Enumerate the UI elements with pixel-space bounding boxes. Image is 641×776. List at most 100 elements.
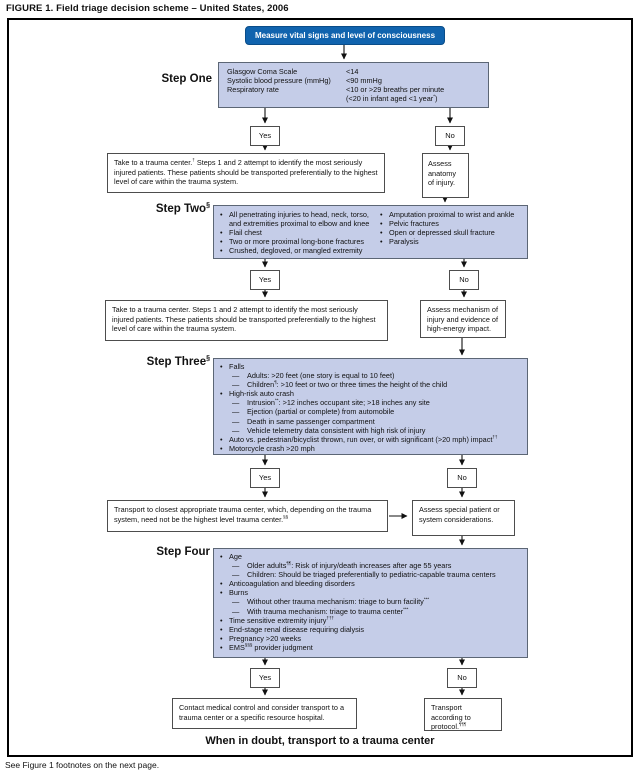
footnote-reference: See Figure 1 footnotes on the next page.: [5, 760, 160, 770]
bullet-marker: •: [220, 615, 223, 625]
list-item: • Pregnancy >20 weeks: [220, 634, 521, 643]
step-two-yes-box: Yes: [250, 270, 280, 290]
step-one-no-outcome-box: Assess anatomy of injury.: [422, 153, 469, 198]
list-item: •Falls: [220, 362, 521, 371]
step-one-yes-outcome-box: Take to a trauma center.† Steps 1 and 2 …: [107, 153, 385, 193]
step-three-criteria-box: •Falls—Adults: >20 feet (one story is eq…: [213, 358, 528, 455]
list-item-text: Auto vs. pedestrian/bicyclist thrown, ru…: [229, 434, 498, 444]
list-item: — With trauma mechanism: triage to trauma…: [220, 606, 521, 616]
step-two-yes-outcome-box: Take to a trauma center. Steps 1 and 2 a…: [105, 300, 388, 341]
list-item-text: Burns: [229, 588, 249, 598]
list-item-text: Adults: >20 feet (one story is equal to …: [247, 371, 395, 381]
step-one-yes-box: Yes: [250, 126, 280, 146]
list-item-text: With trauma mechanism: triage to trauma …: [247, 606, 409, 616]
dash-marker: —: [232, 398, 240, 408]
step-one-no-box: No: [435, 126, 465, 146]
list-item: • Motorcycle crash >20 mph: [220, 444, 521, 453]
dash-marker: —: [232, 407, 240, 417]
list-item: • Crushed, degloved, or mangled extremity: [220, 246, 375, 255]
list-item: • Auto vs. pedestrian/bicyclist thrown, r…: [220, 435, 521, 444]
step-four-yes-box: Yes: [250, 668, 280, 688]
bullet-marker: •: [380, 210, 383, 219]
step-four-no-outcome-box: Transport according to protocol.¶¶¶: [424, 698, 502, 731]
list-item-text: Children: Should be triaged preferential…: [247, 570, 496, 580]
bullet-marker: •: [220, 434, 223, 444]
list-item-text: Flail chest: [229, 228, 262, 238]
step-two-criteria-box: • All penetrating injuries to head, neck,…: [213, 205, 528, 259]
dash-marker: —: [232, 425, 240, 435]
list-item-text: Without other trauma mechanism: triage t…: [247, 597, 430, 607]
step-two-no-box: No: [449, 270, 479, 290]
criterion-name: Systolic blood pressure (mmHg): [227, 76, 331, 86]
list-item: — Without other trauma mechanism: triage …: [220, 597, 521, 606]
list-item-text: High-risk auto crash: [229, 389, 294, 399]
list-item: •Paralysis: [380, 237, 521, 246]
step-two-column-2: •Amputation proximal to wrist and ankle•…: [380, 210, 521, 255]
step-two-label: Step Two§: [155, 202, 210, 215]
list-item-text: Open or depressed skull fracture: [389, 228, 495, 238]
bullet-marker: •: [220, 579, 223, 589]
step-three-no-outcome-box: Assess special patient or system conside…: [412, 500, 515, 536]
list-item-text: Children¶: >10 feet or two or three time…: [247, 379, 448, 390]
list-item-text: Paralysis: [389, 237, 419, 247]
list-item: • Time sensitive extremity injury†††: [220, 615, 521, 625]
bullet-marker: •: [220, 552, 223, 561]
measure-vitals-box: Measure vital signs and level of conscio…: [245, 26, 445, 45]
list-item-text: Ejection (partial or complete) from auto…: [247, 407, 395, 417]
step-two-no-outcome-box: Assess mechanism of injury and evidence …: [420, 300, 506, 338]
step-four-no-box: No: [447, 668, 477, 688]
step-two-column-1: • All penetrating injuries to head, neck,…: [220, 210, 375, 255]
step-three-yes-box: Yes: [250, 468, 280, 488]
criterion-value: <14: [346, 67, 359, 76]
list-item: — Children¶: >10 feet or two or three tim…: [220, 380, 521, 389]
dash-marker: —: [232, 371, 240, 381]
step-three-label: Step Three§: [146, 355, 210, 368]
step-four-yes-outcome-box: Contact medical control and consider tra…: [172, 698, 357, 729]
step-three-no-box: No: [447, 468, 477, 488]
list-item: • Amputation proximal to wrist and ankle: [380, 210, 521, 219]
list-item-text: Time sensitive extremity injury†††: [229, 615, 334, 625]
list-item: • Burns: [220, 588, 521, 597]
list-item-text: Falls: [229, 362, 245, 371]
bullet-marker: •: [220, 624, 223, 634]
list-item: •Open or depressed skull fracture: [380, 228, 521, 237]
list-item: • Flail chest: [220, 228, 375, 237]
bullet-marker: •: [220, 642, 223, 652]
list-item: — Intrusion**: >12 inches occupant site; …: [220, 398, 521, 407]
list-item-text: Intrusion**: >12 inches occupant site; >…: [247, 397, 430, 408]
list-item-text: Crushed, degloved, or mangled extremity: [229, 246, 363, 256]
dash-marker: —: [232, 597, 240, 607]
list-item-text: Amputation proximal to wrist and ankle: [389, 210, 515, 219]
list-item-text: Death in same passenger compartment: [247, 416, 375, 426]
dash-marker: —: [232, 606, 240, 616]
list-item-text: End-stage renal disease requiring dialys…: [229, 624, 365, 634]
dash-marker: —: [232, 380, 240, 390]
bullet-marker: •: [220, 443, 223, 453]
bullet-marker: •: [220, 246, 223, 256]
list-item: — Older adults¶¶: Risk of injury/death in…: [220, 561, 521, 570]
bullet-marker: •: [220, 588, 223, 598]
step-three-criteria: •Falls—Adults: >20 feet (one story is eq…: [214, 359, 527, 456]
list-item: •Age: [220, 552, 521, 561]
bullet-marker: •: [220, 633, 223, 643]
step-one-criteria-box: Glasgow Coma Scale <14 Systolic blood pr…: [218, 62, 489, 108]
bottom-banner: When in doubt, transport to a trauma cen…: [205, 735, 435, 747]
criterion-value: (<20 in infant aged <1 year*): [346, 93, 438, 104]
criterion-name: Respiratory rate: [227, 85, 279, 95]
criterion-value: <90 mmHg: [346, 76, 382, 86]
list-item-text: Motorcycle crash >20 mph: [229, 443, 315, 453]
dash-marker: —: [232, 561, 240, 571]
list-item-text: All penetrating injuries to head, neck, …: [229, 210, 370, 229]
bullet-marker: •: [380, 219, 383, 229]
bullet-marker: •: [220, 228, 223, 238]
list-item-text: Older adults¶¶: Risk of injury/death inc…: [247, 560, 452, 571]
list-item-text: Pregnancy >20 weeks: [229, 633, 301, 643]
list-item: • Anticoagulation and bleeding disorders: [220, 579, 521, 588]
bullet-marker: •: [220, 389, 223, 399]
list-item: •Pelvic fractures: [380, 219, 521, 228]
criterion-name: Glasgow Coma Scale: [227, 67, 298, 76]
step-four-criteria-box: •Age—Older adults¶¶: Risk of injury/deat…: [213, 548, 528, 658]
step-four-label: Step Four: [156, 546, 210, 558]
list-item-text: Anticoagulation and bleeding disorders: [229, 579, 355, 589]
dash-marker: —: [232, 570, 240, 580]
